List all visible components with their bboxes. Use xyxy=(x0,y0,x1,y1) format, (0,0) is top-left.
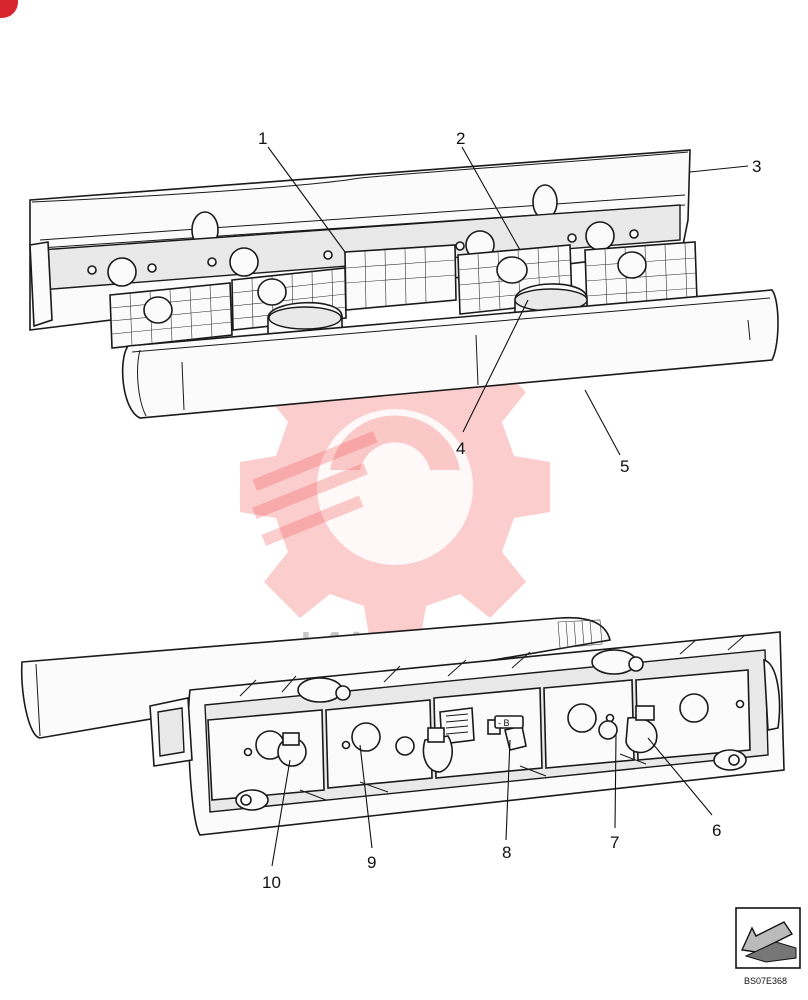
connector-code: - B xyxy=(498,718,510,728)
lamp-lens-1 xyxy=(109,282,233,349)
corner-badge xyxy=(0,0,18,18)
leader-lines xyxy=(267,146,749,867)
view-direction-box xyxy=(735,907,801,969)
callout-2: 2 xyxy=(456,129,465,148)
callout-9: 9 xyxy=(367,853,376,872)
lamp-lens-5 xyxy=(584,241,698,311)
lamp-lens-3 xyxy=(344,244,457,311)
callout-5: 5 xyxy=(620,457,629,476)
callout-6: 6 xyxy=(712,821,721,840)
mounting-bosses xyxy=(235,649,747,811)
callout-4: 4 xyxy=(456,439,465,458)
bottom-assembly: - B xyxy=(20,616,785,836)
watermark-gear-icon xyxy=(240,332,550,642)
connector-a xyxy=(395,727,453,773)
callout-1: 1 xyxy=(258,129,267,148)
figure-code: BS07E368 xyxy=(744,976,787,986)
callout-7: 7 xyxy=(610,833,619,852)
callout-10: 10 xyxy=(262,873,281,892)
front-cover xyxy=(121,289,779,419)
top-assembly xyxy=(29,149,779,419)
callout-3: 3 xyxy=(752,157,761,176)
callout-8: 8 xyxy=(502,843,511,862)
connector-c xyxy=(598,705,658,754)
